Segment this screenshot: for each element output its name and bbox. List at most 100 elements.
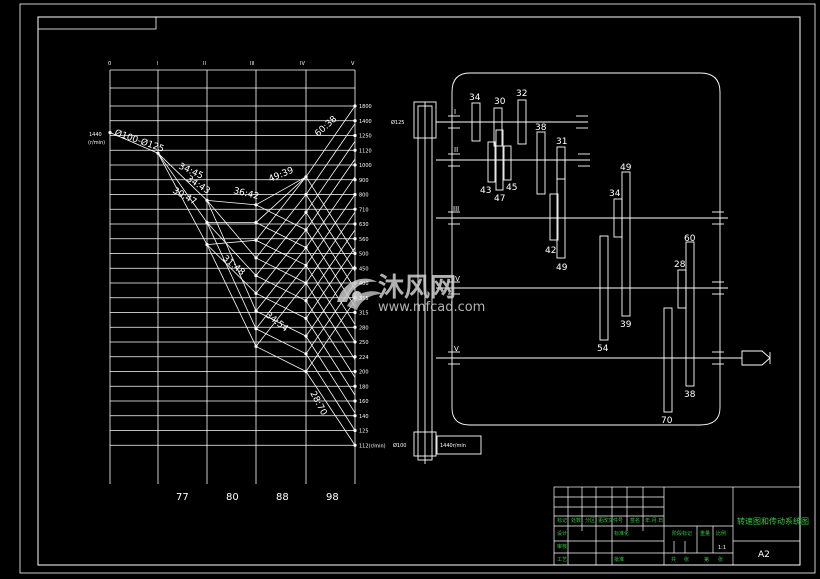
sheet-size: A2 xyxy=(758,550,770,560)
bottom-value-88: 88 xyxy=(276,492,289,503)
transmission-labels: Ø125 Ø100 1440r/min I II III IV V 34 30 … xyxy=(391,89,696,449)
ray-IV-V-down-10 xyxy=(305,353,356,431)
input-speed: 1440 xyxy=(89,132,102,138)
node-V-8 xyxy=(353,222,357,226)
node-V-7 xyxy=(353,207,357,211)
gear-label-38b: 38 xyxy=(684,390,696,400)
ray-IV-V-up-1 xyxy=(305,123,356,195)
tb-count: 处数 xyxy=(571,517,581,524)
ray-II-III-2-2 xyxy=(206,244,257,347)
ray-IV-V-up-4 xyxy=(305,176,356,248)
tb-date: 年.月.日 xyxy=(645,517,663,524)
node-V-9 xyxy=(353,237,357,241)
gear-28-shaft4 xyxy=(677,269,687,309)
gear-label-49b: 49 xyxy=(556,263,568,273)
ray-III-IV-up-7 xyxy=(255,265,307,329)
speed-label-0: 1800 xyxy=(359,104,372,110)
ray-III-IV-down-8 xyxy=(255,346,307,372)
speed-label-3: 1120 xyxy=(359,148,372,154)
top-pulley-label: Ø125 xyxy=(391,119,404,126)
speed-label-1: 1400 xyxy=(359,119,372,125)
gear-label-38: 38 xyxy=(535,123,547,133)
node-IV-10 xyxy=(304,352,308,356)
ray-II-III-2-0 xyxy=(206,239,257,246)
ray-III-IV-up-1 xyxy=(255,176,307,223)
ray-IV-V-up-9 xyxy=(305,265,356,337)
speed-chart-ratio-lines xyxy=(109,105,356,446)
corner-box xyxy=(37,16,157,30)
ray-IV-V-up-3 xyxy=(305,158,356,231)
ray-II-III-1-1 xyxy=(206,222,257,276)
ray-IV-V-down-2 xyxy=(305,211,356,290)
node-V-6 xyxy=(353,192,357,197)
tb-weight: 重量 xyxy=(700,530,710,537)
node-V-20 xyxy=(353,399,357,403)
node-V-2 xyxy=(353,133,357,138)
ray-III-IV-up-8 xyxy=(255,282,307,347)
ray-III-IV-down-1 xyxy=(255,222,307,248)
ray-III-IV-up-3 xyxy=(255,194,307,259)
ray-III-IV-down-6 xyxy=(255,310,307,337)
node-III-7 xyxy=(254,327,258,331)
tb-stage: 阶段标记 xyxy=(672,530,692,537)
node-II-2 xyxy=(205,243,209,247)
node-V-21 xyxy=(353,414,357,418)
ray-IV-V-down-4 xyxy=(305,247,356,325)
ray-III-IV-down-5 xyxy=(255,292,307,319)
node-II-0 xyxy=(205,198,209,202)
ray-IV-V-up-0 xyxy=(305,105,356,178)
gear-38-shaft2 xyxy=(536,131,546,195)
outer-border xyxy=(19,3,816,574)
node-III-2 xyxy=(254,238,258,242)
gear-60-shaft4 xyxy=(685,241,695,387)
node-V-22 xyxy=(353,428,357,433)
ray-III-IV-down-7 xyxy=(255,328,307,355)
speed-label-6: 800 xyxy=(359,193,369,199)
ray-III-IV-up-2 xyxy=(255,176,307,241)
gear-32-shaft1 xyxy=(517,99,527,145)
ray-IV-V-down-6 xyxy=(305,282,356,360)
node-V-17 xyxy=(353,355,357,359)
motor-label: 1440r/min xyxy=(440,443,466,449)
node-V-15 xyxy=(353,325,357,329)
gear-label-32: 32 xyxy=(516,89,527,99)
speed-chart: 0 I II III IV V 1440 (r/min) Ø100-Ø125 3… xyxy=(88,61,357,503)
watermark-brand: 沐风网 xyxy=(378,273,456,303)
speed-label-12: 400 xyxy=(359,281,369,287)
ratio-label-28-70: 28:70 xyxy=(307,390,328,418)
gear-label-70: 70 xyxy=(661,416,673,426)
ray-III-IV-down-3 xyxy=(255,257,307,284)
node-IV-8 xyxy=(304,316,308,320)
shaft-label-II: II xyxy=(454,146,458,154)
watermark-url: www.mfcad.com xyxy=(378,300,485,315)
gear-label-47: 47 xyxy=(494,194,505,204)
ray-IV-V-down-5 xyxy=(305,265,356,343)
node-III-1 xyxy=(254,220,258,225)
node-V-4 xyxy=(353,163,357,167)
speed-label-18: 200 xyxy=(359,370,369,376)
ray-II-III-0-1 xyxy=(206,200,257,259)
ray-III-IV-down-2 xyxy=(255,239,307,266)
gear-45-shaft2 xyxy=(503,145,512,181)
ray-IV-V-down-7 xyxy=(305,300,356,378)
node-III-4 xyxy=(254,274,258,278)
speed-label-4: 1000 xyxy=(359,163,372,169)
ray-III-IV-up-6 xyxy=(255,247,307,312)
ray-IV-V-down-9 xyxy=(305,335,356,414)
tb-zone: 分区 xyxy=(585,517,595,524)
tb-ratio: 1:1 xyxy=(718,545,726,551)
mfcad-logo-icon xyxy=(337,278,383,310)
bottom-pulley-label: Ø100 xyxy=(393,442,406,449)
gear-label-39: 39 xyxy=(620,320,632,330)
speed-label-22: 125 xyxy=(359,429,369,435)
gear-49-shaft3b xyxy=(621,171,631,317)
node-IV-2 xyxy=(304,210,308,214)
ray-IV-V-down-8 xyxy=(305,318,356,396)
node-II-1 xyxy=(205,220,209,225)
gear-47-shaft2 xyxy=(495,129,504,191)
shaft-label-V: V xyxy=(454,345,459,353)
speed-label-23: 112(r/min) xyxy=(359,443,386,449)
node-IV-4 xyxy=(304,246,308,250)
node-IV-5 xyxy=(304,263,308,267)
ray-III-IV-up-5 xyxy=(255,229,307,294)
